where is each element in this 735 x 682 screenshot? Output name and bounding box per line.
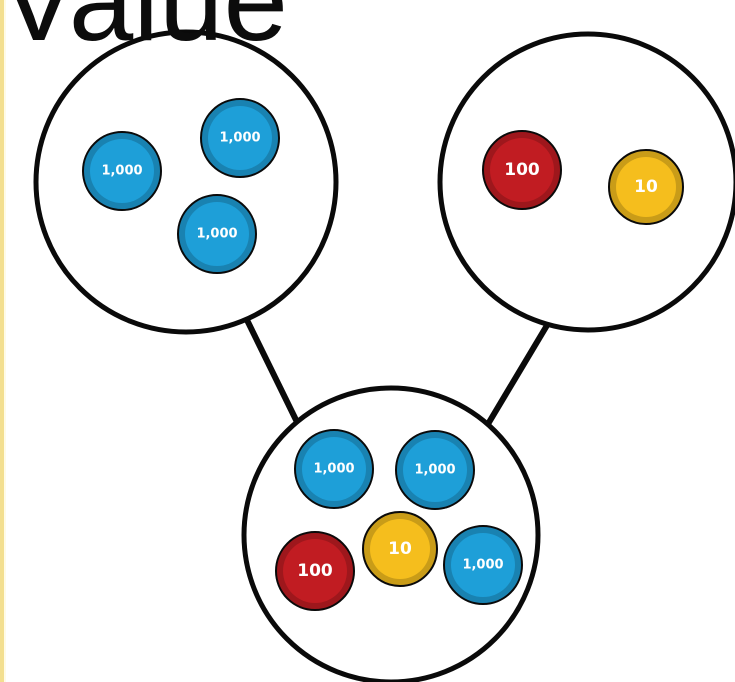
coin-label: 1,000 [414, 463, 455, 478]
circle-top-left [33, 29, 339, 335]
coin-thousand: 1,000 [177, 194, 257, 274]
coin-hundred: 100 [482, 130, 562, 210]
coin-label: 1,000 [196, 227, 237, 242]
circle-top-right [437, 31, 735, 333]
coin-face [490, 138, 554, 202]
coin-thousand: 1,000 [443, 525, 523, 605]
coin-thousand: 1,000 [82, 131, 162, 211]
coin-label: 100 [504, 160, 540, 180]
coin-label: 1,000 [219, 131, 260, 146]
coin-layer: 1,000 1,000 1,000 100 10 1,000 1,000 100 10 1,000 [82, 98, 684, 611]
coin-ten: 10 [362, 511, 438, 587]
coin-thousand: 1,000 [294, 429, 374, 509]
coin-hundred: 100 [275, 531, 355, 611]
coin-label: 1,000 [462, 558, 503, 573]
coin-face [90, 139, 154, 203]
coin-face [370, 519, 430, 579]
connector-right [485, 320, 552, 426]
coin-label: 1,000 [313, 462, 354, 477]
coin-face [302, 437, 366, 501]
coin-face [283, 539, 347, 603]
coin-thousand: 1,000 [395, 430, 475, 510]
coin-label: 10 [634, 177, 658, 197]
coin-label: 1,000 [101, 164, 142, 179]
page-title: Value [0, 0, 289, 65]
coin-face [451, 533, 515, 597]
bond-svg: 1,000 1,000 1,000 100 10 1,000 1,000 100 10 1,000 [33, 29, 735, 682]
coin-face [616, 157, 676, 217]
coin-thousand: 1,000 [200, 98, 280, 178]
coin-label: 100 [297, 561, 333, 581]
left-border [0, 0, 4, 682]
coin-face [403, 438, 467, 502]
coin-face [208, 106, 272, 170]
coin-face [185, 202, 249, 266]
coin-label: 10 [388, 539, 412, 559]
coin-ten: 10 [608, 149, 684, 225]
connector-left [244, 318, 300, 424]
